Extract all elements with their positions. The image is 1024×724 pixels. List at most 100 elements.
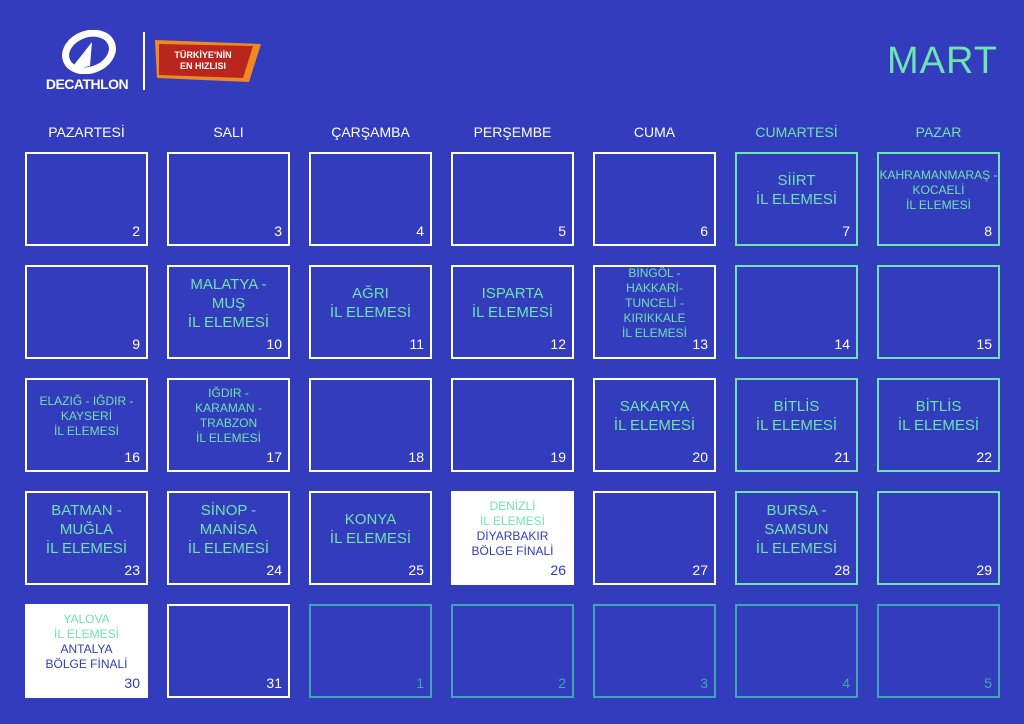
event-line: MANİSA bbox=[199, 520, 258, 538]
event-line: KARAMAN - bbox=[195, 401, 262, 415]
day-number: 2 bbox=[558, 675, 566, 691]
calendar-day-cell[interactable]: 2 bbox=[451, 604, 574, 698]
month-title: MART bbox=[887, 40, 998, 82]
day-number: 28 bbox=[834, 562, 850, 578]
event-line: ELAZIĞ - IĞDIR - bbox=[39, 393, 134, 408]
event-line: BATMAN - bbox=[51, 501, 122, 519]
calendar-day-cell[interactable]: 6 bbox=[593, 152, 716, 246]
day-number: 3 bbox=[700, 675, 708, 691]
day-number: 31 bbox=[266, 675, 282, 691]
event-line: İL ELEMESİ bbox=[45, 539, 128, 557]
calendar-day-cell[interactable]: 27 bbox=[593, 491, 716, 585]
event-line: ISPARTA bbox=[481, 285, 544, 302]
day-number: 22 bbox=[976, 449, 992, 465]
calendar-day-cell[interactable]: ISPARTA İL ELEMESİ 12 bbox=[451, 265, 574, 359]
event-line: SİNOP - bbox=[200, 501, 257, 519]
event-line: SİİRT bbox=[777, 172, 816, 189]
calendar-day-cell[interactable]: 31 bbox=[167, 604, 290, 698]
promo-badge: TÜRKİYE'NİN EN HIZLISI bbox=[153, 38, 263, 84]
day-number: 5 bbox=[984, 675, 992, 691]
weekday-header: CUMARTESİ bbox=[755, 124, 838, 140]
event-line: KAYSERİ bbox=[60, 408, 113, 423]
event-line: KOCAELİ bbox=[912, 182, 965, 197]
calendar-day-cell[interactable]: 19 bbox=[451, 378, 574, 472]
calendar-day-cell[interactable]: 29 bbox=[877, 491, 1000, 585]
day-number: 5 bbox=[558, 223, 566, 239]
calendar-day-cell[interactable]: 1 bbox=[309, 604, 432, 698]
event-line: KAHRAMANMARAŞ - bbox=[879, 167, 998, 182]
decathlon-logo: DECATHLON bbox=[40, 29, 134, 92]
event-line: YALOVA bbox=[63, 612, 110, 626]
event-line: İL ELEMESİ bbox=[329, 304, 412, 321]
event-line: İL ELEMESİ bbox=[54, 627, 119, 641]
calendar-day-cell[interactable]: 5 bbox=[451, 152, 574, 246]
event-line: İL ELEMESİ bbox=[755, 417, 838, 434]
event-line: İL ELEMESİ bbox=[755, 191, 838, 208]
calendar-day-cell[interactable]: 15 bbox=[877, 265, 1000, 359]
calendar-day-cell[interactable]: 5 bbox=[877, 604, 1000, 698]
event-line: İL ELEMESİ bbox=[187, 539, 270, 557]
calendar-day-cell[interactable]: 9 bbox=[25, 265, 148, 359]
day-number: 26 bbox=[550, 562, 566, 578]
final-line: ANTALYA bbox=[60, 642, 113, 656]
event-line: İL ELEMESİ bbox=[329, 530, 412, 547]
day-number: 30 bbox=[124, 675, 140, 691]
calendar-day-cell[interactable]: 3 bbox=[593, 604, 716, 698]
event-line: İL ELEMESİ bbox=[613, 417, 696, 434]
event-line: SAMSUN bbox=[764, 520, 829, 538]
day-number: 8 bbox=[984, 223, 992, 239]
day-number: 3 bbox=[274, 223, 282, 239]
weekday-header: PAZARTESİ bbox=[48, 124, 125, 140]
event-line: MALATYA - bbox=[190, 275, 267, 293]
event-line: MUŞ bbox=[211, 294, 246, 312]
weekday-header: CUMA bbox=[633, 124, 676, 140]
weekday-header: ÇARŞAMBA bbox=[331, 124, 410, 140]
final-line: BÖLGE FİNALİ bbox=[471, 544, 554, 558]
day-number: 7 bbox=[842, 223, 850, 239]
calendar-day-cell[interactable]: 4 bbox=[309, 152, 432, 246]
event-line: İL ELEMESİ bbox=[622, 325, 687, 340]
event-text: SİİRT İL ELEMESİ bbox=[737, 154, 856, 226]
day-number: 12 bbox=[550, 336, 566, 352]
day-number: 13 bbox=[692, 336, 708, 352]
event-line: İL ELEMESİ bbox=[196, 431, 261, 445]
calendar-day-cell[interactable]: 2 bbox=[25, 152, 148, 246]
day-number: 25 bbox=[408, 562, 424, 578]
event-line: İL ELEMESİ bbox=[187, 313, 270, 331]
event-line: İL ELEMESİ bbox=[471, 304, 554, 321]
calendar-day-cell[interactable]: 18 bbox=[309, 378, 432, 472]
calendar-day-cell[interactable]: 14 bbox=[735, 265, 858, 359]
day-number: 27 bbox=[692, 562, 708, 578]
badge-line1: TÜRKİYE'NİN bbox=[174, 50, 232, 60]
day-number: 18 bbox=[408, 449, 424, 465]
day-number: 4 bbox=[842, 675, 850, 691]
calendar-day-cell[interactable]: 4 bbox=[735, 604, 858, 698]
calendar-day-cell[interactable]: 3 bbox=[167, 152, 290, 246]
event-line: BURSA - bbox=[766, 501, 827, 519]
event-line: IĞDIR - bbox=[208, 386, 249, 400]
